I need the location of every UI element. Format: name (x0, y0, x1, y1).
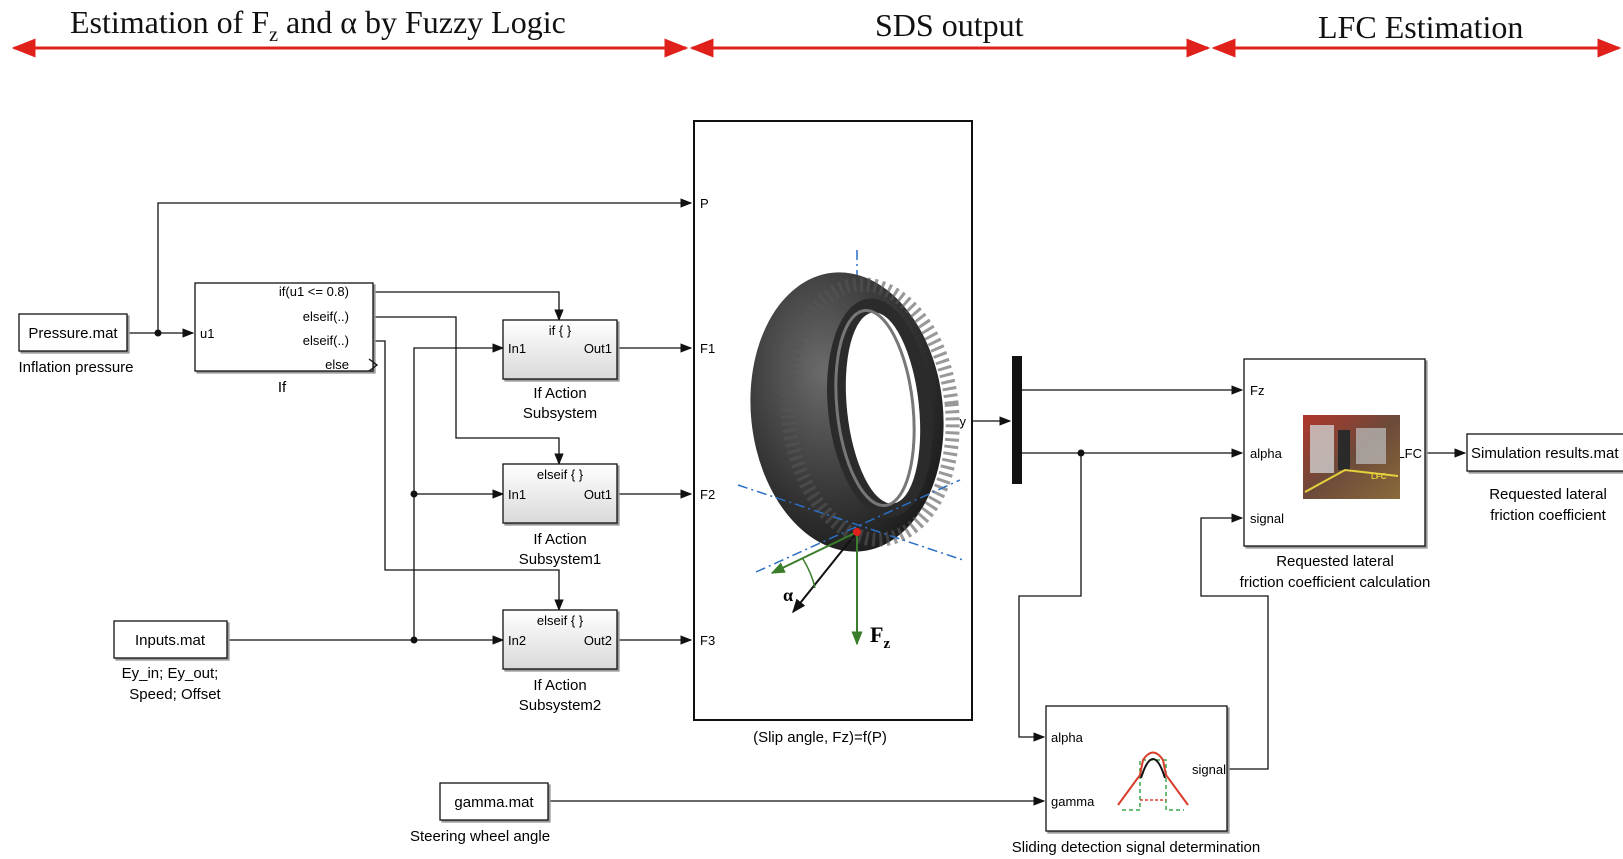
junction-dot (154, 329, 162, 337)
junction-dot (410, 490, 418, 498)
sliding-port-signal: signal (1192, 762, 1226, 777)
results-block[interactable]: Simulation results.mat (1466, 433, 1623, 472)
lfc-port-fz: Fz (1250, 383, 1264, 398)
sliding-caption: Sliding detection signal determination (1012, 839, 1261, 856)
tire-axis-diagonal (755, 479, 961, 573)
if-out4-label: else (325, 357, 349, 372)
junction-dot (410, 636, 418, 644)
tire-illustration: α Fz (737, 250, 964, 652)
if-port-u1: u1 (200, 326, 214, 341)
results-label: Simulation results.mat (1471, 445, 1619, 462)
photo-lfc-tag: LFC (1371, 472, 1387, 481)
alpha-heading-arrow (792, 531, 858, 614)
line-sliding-to-signal (1200, 513, 1269, 770)
gamma-caption: Steering wheel angle (410, 828, 550, 845)
if-out2-label: elseif(..) (303, 309, 349, 324)
subsystem-in-port: In1 (508, 341, 526, 356)
signal-waveform-icon (1117, 751, 1189, 811)
contact-point (853, 528, 861, 536)
line-if-out2 (373, 316, 564, 466)
junction-dots (154, 329, 1085, 644)
lfc-port-out: LFC (1397, 446, 1422, 461)
if-caption: If (278, 379, 287, 396)
tire-tread-band (780, 277, 960, 547)
sliding-port-gamma: gamma (1051, 794, 1095, 809)
inputs-caption2: Speed; Offset (129, 686, 221, 703)
if-action-subsystem2[interactable]: elseif { } In2 Out2 (502, 609, 618, 670)
results-caption2: friction coefficient (1490, 507, 1606, 524)
fz-label: Fz (870, 622, 890, 652)
sds-port-p: P (700, 196, 709, 211)
gamma-block[interactable]: gamma.mat (439, 782, 549, 821)
subsystem-out-port: Out1 (584, 487, 612, 502)
subsystem-out-port: Out2 (584, 633, 612, 648)
lfc-port-alpha: alpha (1250, 446, 1283, 461)
lfc-calc-block[interactable]: Fz alpha signal LFC LFC (1243, 358, 1426, 547)
results-caption1: Requested lateral (1489, 486, 1607, 503)
if-action-subsystem1[interactable]: elseif { } In1 Out1 (502, 463, 618, 524)
tire-hole (845, 312, 921, 504)
sds-port-y: y (960, 414, 967, 429)
test-rig-photo: LFC (1303, 415, 1400, 499)
demux-bar[interactable] (1012, 356, 1022, 484)
sds-block[interactable]: P F1 F2 F3 y α Fz (693, 120, 973, 721)
sliding-port-alpha: alpha (1051, 730, 1084, 745)
pressure-label: Pressure.mat (28, 325, 118, 342)
subsystem-in-port: In1 (508, 487, 526, 502)
if-out3-label: elseif(..) (303, 333, 349, 348)
lfc-caption2: friction coefficient calculation (1240, 574, 1431, 591)
inputs-label: Inputs.mat (135, 632, 206, 649)
alpha-velocity-arrow (770, 531, 858, 574)
pressure-block[interactable]: Pressure.mat (18, 313, 128, 352)
if-block[interactable]: u1 if(u1 <= 0.8) elseif(..) elseif(..) e… (194, 282, 379, 372)
pressure-caption: Inflation pressure (18, 359, 133, 376)
sds-port-f3: F3 (700, 633, 715, 648)
section-title-fuzzy: Estimation of Fz and α by Fuzzy Logic (70, 4, 566, 46)
subsystem-in-port: In2 (508, 633, 526, 648)
junction-dot (1077, 449, 1085, 457)
line-inputs-to-in1-top (413, 343, 505, 640)
signal-lines (127, 198, 1467, 806)
sds-caption: (Slip angle, Fz)=f(P) (753, 729, 887, 746)
lfc-caption1: Requested lateral (1276, 553, 1394, 570)
if-action2-caption1: If Action (533, 677, 586, 694)
tire-inner-rim (834, 308, 916, 508)
inputs-block[interactable]: Inputs.mat (113, 620, 228, 659)
inputs-caption1: Ey_in; Ey_out; (122, 665, 219, 682)
if-action-caption1: If Action (533, 385, 586, 402)
if-action-caption2: Subsystem (523, 405, 597, 422)
sds-port-f1: F1 (700, 341, 715, 356)
subsystem-title: if { } (549, 323, 572, 338)
section-title-lfc: LFC Estimation (1318, 9, 1523, 45)
line-if-out1 (373, 291, 564, 322)
lfc-port-signal: signal (1250, 511, 1284, 526)
gamma-label: gamma.mat (454, 794, 534, 811)
subsystem-title: elseif { } (537, 613, 584, 628)
line-if-out3 (373, 340, 564, 612)
if-action1-caption1: If Action (533, 531, 586, 548)
if-action-subsystem[interactable]: if { } In1 Out1 (502, 319, 618, 380)
subsystem-out-port: Out1 (584, 341, 612, 356)
section-title-sds: SDS output (875, 7, 1024, 43)
if-action1-caption2: Subsystem1 (519, 551, 602, 568)
subsystem-title: elseif { } (537, 467, 584, 482)
if-action2-caption2: Subsystem2 (519, 697, 602, 714)
sliding-detection-block[interactable]: alpha gamma signal (1045, 705, 1228, 832)
alpha-symbol: α (783, 585, 793, 605)
line-pressure-to-p (157, 198, 693, 333)
if-out1-label: if(u1 <= 0.8) (279, 284, 349, 299)
sds-port-f2: F2 (700, 487, 715, 502)
line-alpha-to-sliding (1018, 453, 1082, 742)
if-else-port-icon (368, 358, 379, 372)
alpha-angle-arc (802, 558, 816, 589)
